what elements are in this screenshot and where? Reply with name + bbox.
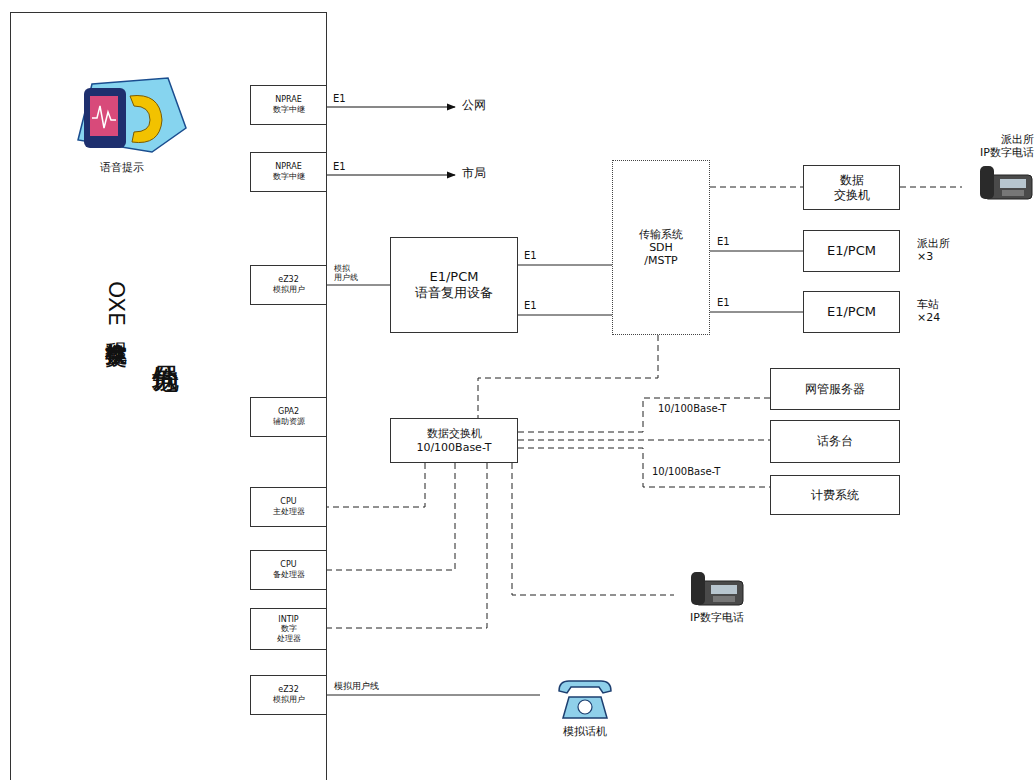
phone-node: 模拟话机 — [540, 668, 630, 748]
phone-dial — [578, 700, 592, 714]
board-module: NPRAE 数字中继 — [250, 85, 327, 125]
icon-caption: 语音提示 — [100, 162, 144, 175]
voice-link — [518, 315, 612, 316]
edge-label: 10/100Base-T — [652, 466, 720, 478]
board-module: CPU 备处理器 — [250, 550, 327, 590]
node-label: IP数字电话 — [690, 611, 744, 624]
mux-box: E1/PCM 语音复用设备 — [390, 237, 518, 333]
voice-link — [518, 265, 612, 266]
phone-handset — [559, 681, 611, 693]
node-label: E1/PCM — [827, 304, 876, 320]
phone-node: 派出所 IP数字电话 — [962, 133, 1034, 211]
data-link — [327, 463, 425, 507]
data-link — [327, 463, 455, 570]
transmission-box: 传输系统 SDH /MSTP — [612, 160, 710, 335]
data-link — [327, 463, 487, 628]
voice-link — [710, 312, 803, 313]
trunk-arrow — [327, 107, 455, 108]
node-label: 数据 交换机 — [832, 173, 872, 202]
phone-base — [563, 697, 607, 718]
icon-receiver — [130, 96, 162, 143]
voice-link — [327, 285, 390, 286]
phone-handset — [691, 572, 705, 605]
ip-phone-icon — [689, 569, 745, 607]
board-module: GPA2 辅助资源 — [250, 397, 327, 437]
icon-backdrop — [78, 78, 186, 152]
title-text: OXE数字程控交换机 — [105, 281, 127, 326]
trunk-label: E1 — [333, 93, 346, 105]
switch-box: 数据交换机 10/100Base-T — [390, 418, 518, 463]
exchange-frame: 地铁分局OXE数字程控交换机NPRAE 数字中继NPRAE 数字中继eZ32 模… — [10, 12, 327, 780]
edge-label: E1 — [717, 236, 730, 248]
phone-screen — [1000, 179, 1026, 188]
edge-label: 10/100Base-T — [658, 403, 726, 415]
pcm-box: E1/PCM派出所 ×3 — [803, 230, 900, 272]
pcm-box: E1/PCM车站 ×24 — [803, 291, 900, 333]
voice-link — [327, 695, 540, 696]
icon-device — [84, 88, 126, 148]
node-label: 派出所 IP数字电话 — [962, 133, 1034, 159]
node-label: E1/PCM — [827, 243, 876, 259]
trunk-label: 市局 — [462, 167, 486, 181]
node-label: 计费系统 — [811, 488, 859, 502]
edge-label: E1 — [717, 297, 730, 309]
switch-box: 数据 交换机 — [803, 165, 900, 210]
node-label: 网管服务器 — [805, 382, 865, 396]
voice-prompt-icon — [78, 78, 186, 152]
edge-label: E1 — [524, 300, 537, 312]
phone-keypad — [713, 596, 735, 602]
trunk-label: 公网 — [462, 99, 486, 113]
node-label: eZ32 模拟用户 — [271, 275, 307, 294]
phone-node: IP数字电话 — [674, 567, 760, 627]
phone-screen — [711, 585, 737, 594]
edge-label: 模拟用户线 — [334, 681, 379, 691]
icon-screen — [90, 96, 118, 136]
board-module: eZ32 模拟用户 — [250, 675, 327, 715]
node-label: 话务台 — [817, 434, 853, 448]
data-link — [900, 187, 962, 188]
node-label: 派出所 ×3 — [917, 237, 950, 263]
phone-keypad — [1002, 190, 1024, 196]
analog-phone-icon — [555, 677, 615, 721]
icon-wave — [92, 106, 116, 128]
data-link — [518, 398, 770, 432]
board-module: NPRAE 数字中继 — [250, 152, 327, 192]
board-module: CPU 主处理器 — [250, 487, 327, 527]
board-module: eZ32 模拟用户 — [250, 265, 327, 305]
node-label: CPU 备处理器 — [271, 560, 307, 579]
data-link — [478, 335, 658, 418]
voice-link — [710, 251, 803, 252]
node-label: GPA2 辅助资源 — [271, 407, 307, 426]
data-link — [512, 463, 674, 595]
console-box: 话务台 — [770, 420, 900, 463]
node-label: 传输系统 SDH /MSTP — [636, 228, 686, 268]
data-link — [518, 448, 770, 487]
edge-label: 模拟 用户线 — [334, 264, 360, 282]
node-label: 车站 ×24 — [917, 298, 940, 324]
billing-box: 计费系统 — [770, 475, 900, 515]
node-label: INTIP 数字 处理器 — [271, 615, 307, 644]
edge-label: E1 — [524, 250, 537, 262]
ip-phone-icon — [978, 163, 1034, 201]
trunk-label: E1 — [333, 161, 346, 173]
phone-handset — [980, 166, 994, 199]
node-label: 模拟话机 — [563, 725, 607, 738]
data-link — [518, 440, 770, 441]
trunk-arrow — [327, 175, 455, 176]
node-label: CPU 主处理器 — [271, 497, 307, 516]
node-label: E1/PCM 语音复用设备 — [404, 269, 504, 300]
node-label: eZ32 模拟用户 — [271, 685, 307, 704]
node-label: NPRAE 数字中继 — [271, 95, 307, 114]
data-link — [710, 187, 803, 188]
board-module: INTIP 数字 处理器 — [250, 608, 327, 650]
node-label: NPRAE 数字中继 — [271, 162, 307, 181]
node-label: 数据交换机 10/100Base-T — [409, 427, 499, 453]
server-box: 网管服务器 — [770, 368, 900, 410]
